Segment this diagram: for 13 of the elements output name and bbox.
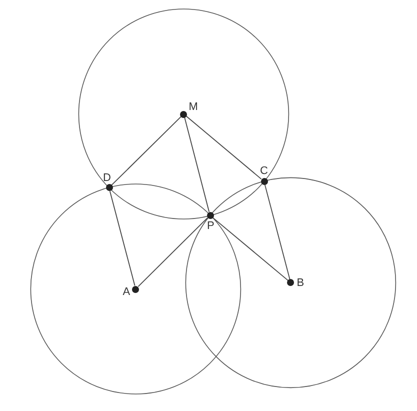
line-segment [138,217,208,287]
line-segment [186,116,262,180]
line-segment [184,116,210,212]
line-segment [111,116,182,186]
line-segment [212,217,288,281]
point-label: C [260,165,268,178]
point-label: D [103,172,111,184]
point-label: B [296,276,304,289]
line-segment [109,190,136,286]
point-label: P [207,220,214,232]
line-segment [264,184,290,280]
point-label: M [188,101,198,113]
point-label: A [122,286,130,298]
